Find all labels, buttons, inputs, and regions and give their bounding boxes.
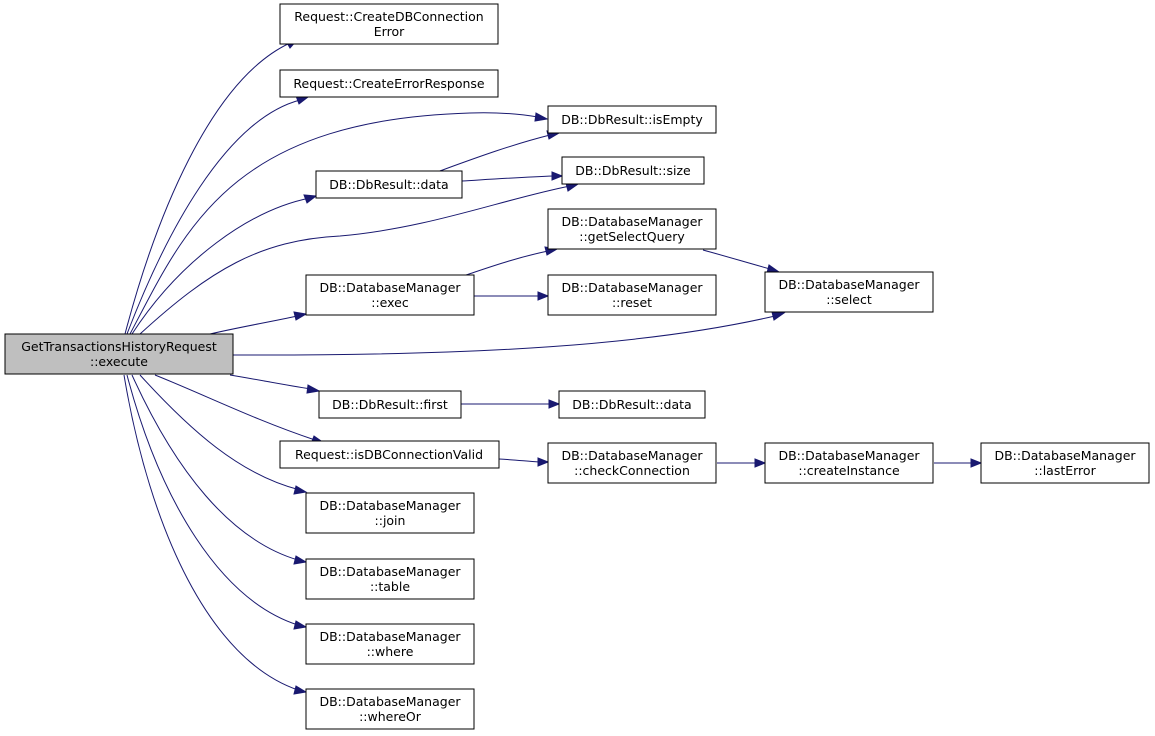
- node-label-line2: ::exec: [371, 295, 409, 310]
- arrowhead-icon: [293, 555, 308, 565]
- node-label-line1: GetTransactionsHistoryRequest: [21, 339, 217, 354]
- arrowhead-icon: [293, 620, 308, 630]
- edge-dmExec-getSelectQuery: [465, 250, 549, 276]
- edge-root-dbResultData1: [131, 197, 311, 335]
- node-label-line1: DB::DatabaseManager: [778, 448, 920, 463]
- arrowhead-icon: [537, 291, 550, 301]
- node-label-line1: DB::DatabaseManager: [778, 277, 920, 292]
- node-label-line1: DB::DatabaseManager: [319, 694, 461, 709]
- node-label-line2: ::checkConnection: [574, 463, 690, 478]
- node-isDBConnValid[interactable]: Request::isDBConnectionValid: [279, 440, 500, 469]
- node-dmReset[interactable]: DB::DatabaseManager ::reset: [547, 274, 717, 316]
- edge-getSelectQuery-dmSelect: [702, 249, 771, 270]
- arrowhead-icon: [771, 311, 786, 321]
- node-label-line2: ::select: [826, 292, 872, 307]
- node-label-line2: Error: [374, 24, 405, 39]
- node-label-line2: ::whereOr: [359, 709, 422, 724]
- node-dbResultData1[interactable]: DB::DbResult::data: [315, 170, 463, 199]
- edge-root-dmJoin: [139, 374, 301, 491]
- node-label-line2: ::createInstance: [798, 463, 900, 478]
- edge-root-createDBConnError: [124, 42, 291, 335]
- node-dmJoin[interactable]: DB::DatabaseManager ::join: [305, 492, 475, 534]
- arrowhead-icon: [754, 458, 767, 468]
- node-dbResultSize[interactable]: DB::DbResult::size: [561, 156, 705, 185]
- node-createInstance[interactable]: DB::DatabaseManager ::createInstance: [764, 442, 934, 484]
- arrowhead-icon: [293, 685, 308, 695]
- arrowhead-icon: [534, 112, 549, 122]
- node-dmExec[interactable]: DB::DatabaseManager ::exec: [305, 274, 475, 316]
- node-label-line1: DB::DatabaseManager: [319, 629, 461, 644]
- edge-root-isDBConnValid: [154, 374, 316, 441]
- node-dbResultData2[interactable]: DB::DbResult::data: [558, 390, 706, 419]
- node-label-line1: DB::DatabaseManager: [319, 498, 461, 513]
- node-label-line1: DB::DatabaseManager: [319, 280, 461, 295]
- node-dmWhereOr[interactable]: DB::DatabaseManager ::whereOr: [305, 688, 475, 730]
- node-label-line1: DB::DatabaseManager: [319, 564, 461, 579]
- node-dbResultFirst[interactable]: DB::DbResult::first: [318, 390, 462, 419]
- node-label: DB::DbResult::data: [572, 397, 691, 412]
- edge-root-dmWhereOr: [123, 374, 299, 691]
- node-dbResultIsEmpty[interactable]: DB::DbResult::isEmpty: [547, 105, 717, 134]
- arrowhead-icon: [303, 194, 318, 204]
- node-label-line2: ::join: [375, 513, 406, 528]
- node-label-line2: ::lastError: [1034, 463, 1096, 478]
- node-checkConnection[interactable]: DB::DatabaseManager ::checkConnection: [547, 442, 717, 484]
- node-label-line1: DB::DatabaseManager: [994, 448, 1136, 463]
- edge-isDBConnValid-checkConnection: [498, 458, 540, 463]
- edge-root-dbResultFirst: [229, 374, 312, 390]
- node-label-line1: DB::DatabaseManager: [561, 448, 703, 463]
- node-label: Request::isDBConnectionValid: [295, 447, 483, 462]
- node-label-line1: DB::DatabaseManager: [561, 214, 703, 229]
- node-createErrorResponse[interactable]: Request::CreateErrorResponse: [279, 69, 499, 98]
- edge-dbResultData1-dbResultIsEmpty: [436, 134, 551, 173]
- node-label-line2: ::getSelectQuery: [579, 229, 685, 244]
- node-label-line2: ::table: [370, 579, 410, 594]
- node-lastError[interactable]: DB::DatabaseManager ::lastError: [980, 442, 1150, 484]
- node-createDBConnError[interactable]: Request::CreateDBConnection Error: [279, 3, 499, 45]
- node-label-line2: ::execute: [90, 354, 148, 369]
- arrowhead-icon: [306, 384, 321, 394]
- node-label: Request::CreateErrorResponse: [293, 76, 485, 91]
- nodes-layer: GetTransactionsHistoryRequest ::execute …: [4, 3, 1150, 730]
- edge-root-dmExec: [209, 315, 298, 335]
- node-root[interactable]: GetTransactionsHistoryRequest ::execute: [4, 333, 234, 375]
- node-dmSelect[interactable]: DB::DatabaseManager ::select: [764, 271, 934, 313]
- edge-dbResultData1-dbResultSize: [461, 175, 554, 182]
- arrowhead-icon: [548, 399, 561, 409]
- edge-root-createErrorResponse: [126, 99, 301, 335]
- node-label: DB::DbResult::data: [329, 177, 448, 192]
- edges-layer: [123, 38, 983, 695]
- node-label-line1: Request::CreateDBConnection: [294, 9, 483, 24]
- arrowhead-icon: [537, 457, 550, 467]
- node-label: DB::DbResult::isEmpty: [561, 112, 703, 127]
- edge-root-dbResultIsEmpty: [129, 112, 539, 335]
- node-label: DB::DbResult::first: [332, 397, 448, 412]
- node-getSelectQuery[interactable]: DB::DatabaseManager ::getSelectQuery: [547, 208, 717, 250]
- edge-root-dbResultSize: [139, 185, 571, 335]
- node-label-line2: ::reset: [612, 295, 652, 310]
- arrowhead-icon: [551, 171, 564, 181]
- node-dmWhere[interactable]: DB::DatabaseManager ::where: [305, 623, 475, 665]
- edge-root-dmWhere: [126, 374, 299, 626]
- node-dmTable[interactable]: DB::DatabaseManager ::table: [305, 558, 475, 600]
- edge-root-dmTable: [131, 374, 299, 561]
- edge-root-dmSelect: [232, 315, 776, 356]
- node-label: DB::DbResult::size: [575, 163, 691, 178]
- node-label-line1: DB::DatabaseManager: [561, 280, 703, 295]
- node-label-line2: ::where: [367, 644, 414, 659]
- arrowhead-icon: [293, 311, 308, 321]
- arrowhead-icon: [970, 458, 983, 468]
- arrowhead-icon: [293, 485, 308, 495]
